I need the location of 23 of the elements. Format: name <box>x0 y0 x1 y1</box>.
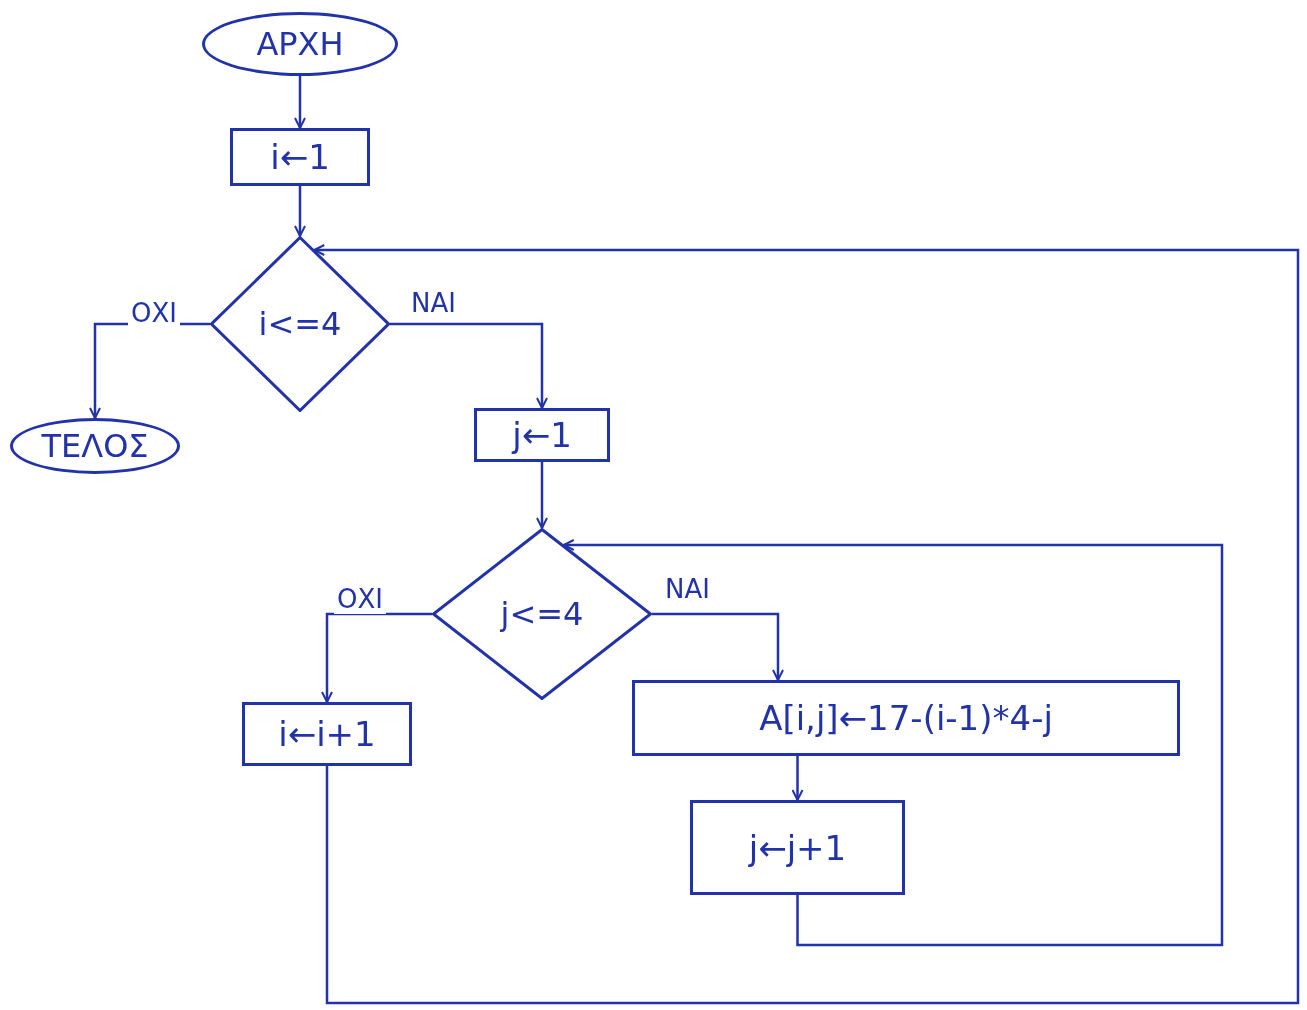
process-box <box>690 800 905 895</box>
condition-text: i<=4 <box>258 305 342 343</box>
arrow <box>294 76 306 129</box>
node-text: i←1 <box>270 137 330 177</box>
condition-text: j<=4 <box>500 595 584 633</box>
node-text: i←i+1 <box>278 714 376 754</box>
process-box <box>230 128 370 186</box>
node-text: A[i,j]←17-(i-1)*4-j <box>759 698 1053 738</box>
node-text: j←j+1 <box>748 827 847 868</box>
arrow <box>536 462 548 529</box>
process-box <box>474 408 610 462</box>
arrow <box>321 612 432 703</box>
node-text: ΤΕΛΟΣ <box>41 427 149 465</box>
arrow <box>390 322 548 409</box>
node-text: j←1 <box>512 415 572 455</box>
node-text: ΑΡΧΗ <box>256 25 344 63</box>
arrow <box>652 612 784 681</box>
process-box <box>242 702 412 766</box>
arrow <box>562 539 1224 947</box>
arrow <box>791 756 804 801</box>
process-box <box>632 680 1180 756</box>
arrow <box>313 244 1300 1005</box>
arrow <box>294 186 306 237</box>
